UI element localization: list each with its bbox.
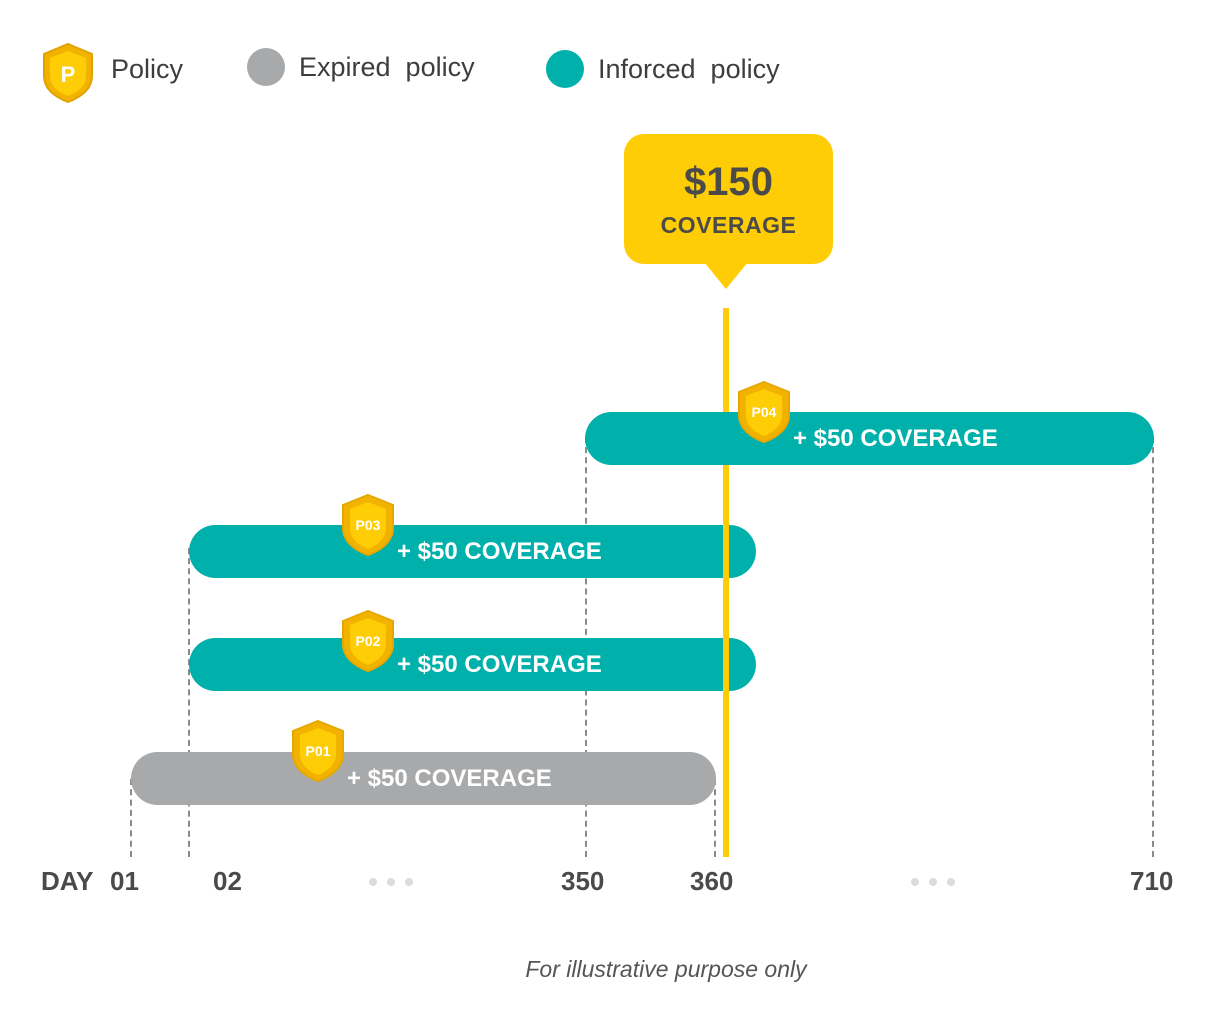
axis-tick-350: 350 xyxy=(561,866,605,896)
legend-policy-label: Policy xyxy=(111,54,184,84)
footnote: For illustrative purpose only xyxy=(525,956,807,982)
axis-tick-01: 01 xyxy=(110,866,139,896)
callout-amount: $150 xyxy=(684,160,773,204)
guide-day-01 xyxy=(130,779,132,857)
policy-p01-coverage-label: + $50 COVERAGE xyxy=(347,765,552,792)
policy-p02-shield-icon: P02 xyxy=(340,609,396,673)
policy-p04-coverage-label: + $50 COVERAGE xyxy=(793,425,998,452)
legend-expired-label: Expired policy xyxy=(299,52,475,82)
axis-ellipsis-right xyxy=(911,878,955,886)
policy-p02-id: P02 xyxy=(356,633,381,649)
axis-ellipsis-left xyxy=(369,878,413,886)
policy-p03-shield-icon: P03 xyxy=(340,493,396,557)
policy-p02-coverage-label: + $50 COVERAGE xyxy=(397,651,602,678)
guide-day-710 xyxy=(1152,437,1154,857)
axis-tick-02: 02 xyxy=(213,866,242,896)
axis-tick-360: 360 xyxy=(690,866,734,896)
callout-pointer xyxy=(704,262,748,289)
legend-inforced-label: Inforced policy xyxy=(598,54,780,84)
policy-icon-letter: P xyxy=(61,62,76,87)
policy-p04-id: P04 xyxy=(752,404,777,420)
policy-bar-p03: + $50 COVERAGE xyxy=(189,525,756,578)
policy-bar-p01: + $50 COVERAGE xyxy=(131,752,716,805)
policy-p03-coverage-label: + $50 COVERAGE xyxy=(397,538,602,565)
axis-title-day: DAY xyxy=(41,866,94,896)
expired-legend-dot xyxy=(247,48,285,86)
policy-bar-p02: + $50 COVERAGE xyxy=(189,638,756,691)
day-360-marker-line xyxy=(723,308,729,857)
policy-p01-id: P01 xyxy=(306,743,331,759)
callout-label: COVERAGE xyxy=(660,212,797,238)
guide-day-02 xyxy=(188,548,190,857)
axis-tick-710: 710 xyxy=(1130,866,1174,896)
policy-shield-icon: P xyxy=(41,42,95,104)
policy-p01-shield-icon: P01 xyxy=(290,719,346,783)
total-coverage-callout: $150 COVERAGE xyxy=(624,134,833,264)
policy-p04-shield-icon: P04 xyxy=(736,380,792,444)
inforced-legend-dot xyxy=(546,50,584,88)
policy-p03-id: P03 xyxy=(356,517,381,533)
guide-day-360 xyxy=(714,779,716,857)
policy-bar-p04: + $50 COVERAGE xyxy=(585,412,1154,465)
